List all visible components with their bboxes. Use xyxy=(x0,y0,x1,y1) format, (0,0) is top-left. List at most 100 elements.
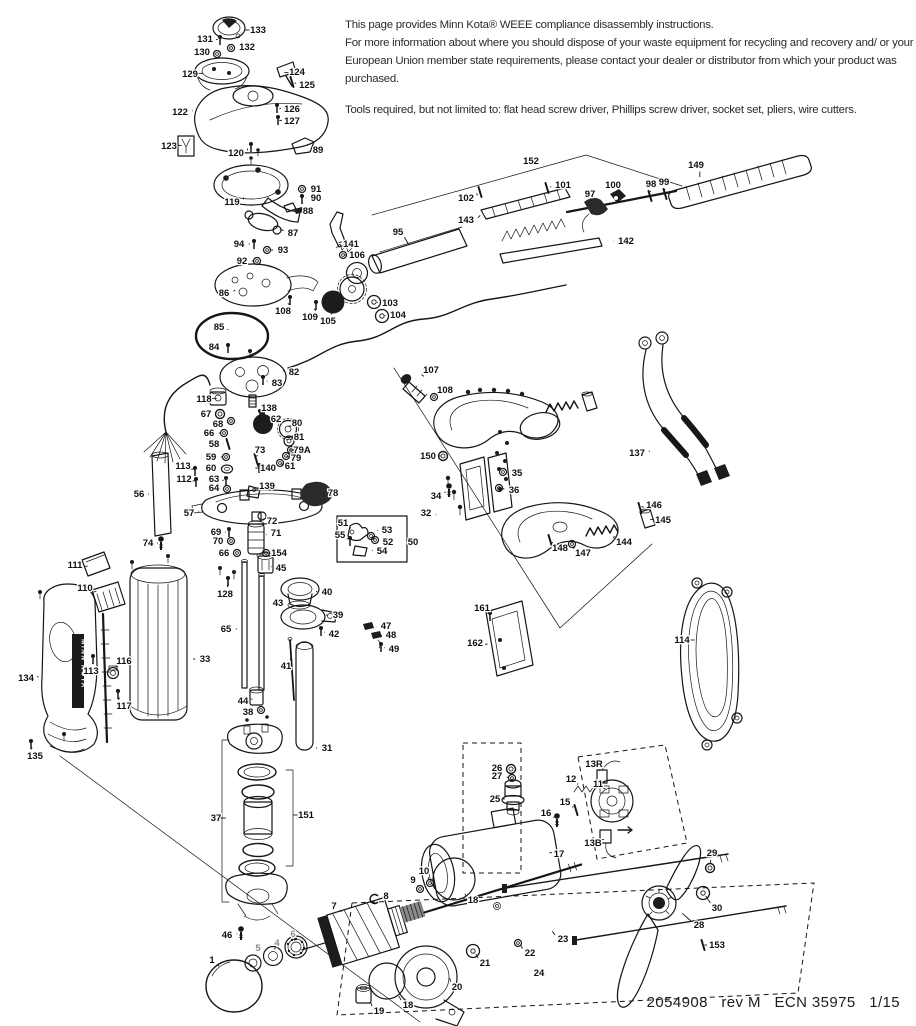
callout-56: 56 xyxy=(132,488,149,501)
part-glyph-washer xyxy=(429,392,439,402)
callout-18: 18 xyxy=(464,893,480,907)
part-label: 54 xyxy=(377,546,388,557)
part-glyph-washerlg xyxy=(374,308,390,324)
leader-line xyxy=(506,776,509,778)
callout-113: 113 xyxy=(174,460,197,476)
wire-harness xyxy=(143,374,211,464)
part-label: 125 xyxy=(299,80,316,91)
part-glyph-screw xyxy=(275,103,279,113)
part-glyph-washer xyxy=(232,548,242,558)
callout-16: 16 xyxy=(539,807,560,827)
callout-128: 128 xyxy=(216,576,234,601)
part-glyph-screw xyxy=(29,739,33,749)
part-glyph-pin xyxy=(637,502,643,514)
leader-line xyxy=(449,977,452,982)
part-glyph-pin xyxy=(477,186,483,198)
leader-line xyxy=(266,380,268,382)
callout-28: 28 xyxy=(681,912,706,932)
callout-57: 57 xyxy=(182,507,200,520)
part-glyph-washer xyxy=(513,938,523,948)
gear-motor-parts xyxy=(191,387,333,580)
part-label: 73 xyxy=(255,445,266,456)
part-glyph-clip xyxy=(369,893,379,905)
leader-line xyxy=(288,424,294,427)
callout-120: 120 xyxy=(227,142,253,160)
callout-90: 90 xyxy=(300,192,323,205)
part-label: 64 xyxy=(209,483,220,494)
part-label: 116 xyxy=(116,656,131,667)
part-label: 162 xyxy=(467,638,483,649)
part-glyph-pin xyxy=(647,190,653,202)
leader-line xyxy=(114,665,119,668)
part-label: 129 xyxy=(182,69,198,80)
part-label: 152 xyxy=(523,156,539,167)
part-label: 147 xyxy=(575,548,591,559)
part-label: 108 xyxy=(275,306,291,317)
callout-60: 60 xyxy=(204,462,221,475)
callout-134: 134 xyxy=(17,672,39,685)
part-label: 113 xyxy=(83,666,98,677)
leader-line xyxy=(280,228,284,232)
part-label: 161 xyxy=(474,603,491,614)
callout-85: 85 xyxy=(212,321,229,334)
part-label: 112 xyxy=(176,474,191,485)
part-label: 57 xyxy=(184,508,195,519)
callout-108: 108 xyxy=(429,384,454,402)
intro-text: This page provides Minn Kota® WEEE compl… xyxy=(345,16,916,119)
part-glyph-washer xyxy=(226,536,236,546)
callout-147: 147 xyxy=(567,539,592,560)
callout-80: 80 xyxy=(288,417,304,430)
leader-line xyxy=(246,148,249,151)
callout-15: 15 xyxy=(558,796,579,816)
leader-line xyxy=(572,546,576,549)
leader-line xyxy=(553,816,555,819)
callout-69: 69 xyxy=(209,526,231,539)
part-glyph-pin xyxy=(544,182,550,194)
callout-9: 9 xyxy=(409,874,425,894)
part-label: 34 xyxy=(431,491,442,502)
part-label: 111 xyxy=(68,560,84,571)
callout-67: 67 xyxy=(199,408,226,421)
callout-153: 153 xyxy=(700,939,726,952)
callout-78: 78 xyxy=(323,487,340,500)
part-label: 83 xyxy=(272,378,283,389)
callout-110: 110 xyxy=(76,582,97,595)
callout-111: 111 xyxy=(66,559,88,572)
leader-line xyxy=(216,964,220,967)
center-shaft-assembly xyxy=(241,559,382,751)
leader-line xyxy=(36,676,39,678)
callout-25: 25 xyxy=(488,793,505,806)
part-glyph-washer xyxy=(219,428,229,438)
callout-46: 46 xyxy=(220,926,244,942)
part-glyph-washer xyxy=(256,705,266,715)
part-label: 26 xyxy=(492,763,503,774)
callout-51: 51 xyxy=(336,517,352,530)
callout-20: 20 xyxy=(449,977,464,994)
leader-line xyxy=(117,697,121,700)
part-glyph-screw xyxy=(249,142,253,152)
callout-31: 31 xyxy=(316,742,334,755)
callout-79: 79 xyxy=(281,451,303,465)
footer-revision-block: 2054908 rev M ECN 35975 1/15 xyxy=(647,994,900,1011)
part-label: 59 xyxy=(206,452,217,463)
part-glyph-screw xyxy=(226,576,230,586)
part-glyph-screwb xyxy=(554,813,560,827)
part-label: 81 xyxy=(294,432,305,443)
leader-line xyxy=(191,110,193,112)
leader-line xyxy=(612,535,615,539)
extension-tube xyxy=(151,451,172,537)
part-glyph-washer xyxy=(297,184,307,194)
leader-line xyxy=(641,506,645,508)
callout-12: 12 xyxy=(564,773,579,786)
part-glyph-screw xyxy=(348,536,352,546)
part-glyph-washerlg xyxy=(366,294,382,310)
leader-line xyxy=(293,937,296,941)
callout-102: 102 xyxy=(457,186,483,205)
callout-45: 45 xyxy=(271,562,288,575)
part-label: 127 xyxy=(284,116,300,127)
part-label: 149 xyxy=(688,160,704,171)
callout-74: 74 xyxy=(141,536,164,550)
part-glyph-nut xyxy=(505,763,517,775)
callout-5: 5 xyxy=(254,942,263,956)
callout-66: 66 xyxy=(202,427,229,440)
